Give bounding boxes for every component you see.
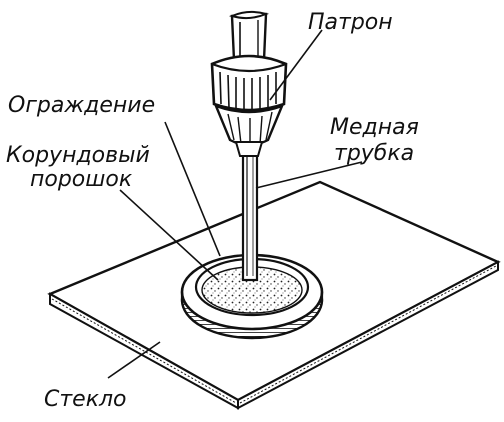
- leader-tube: [255, 161, 363, 189]
- leader-guard: [164, 121, 221, 257]
- leader-corundum: [119, 189, 219, 281]
- label-copper-tube-line1: Медная: [330, 115, 419, 140]
- leader-chuck: [269, 29, 323, 101]
- label-chuck: Патрон: [308, 10, 393, 35]
- copper-tube: [241, 148, 259, 282]
- label-guard: Ограждение: [8, 93, 155, 118]
- chuck: [210, 10, 288, 157]
- leader-lines: [107, 29, 363, 379]
- leader-glass: [107, 341, 161, 379]
- label-corundum-line2: порошок: [30, 167, 133, 192]
- label-corundum-line1: Корундовый: [6, 143, 150, 168]
- label-copper-tube-line2: трубка: [334, 141, 414, 166]
- label-glass: Стекло: [44, 387, 127, 412]
